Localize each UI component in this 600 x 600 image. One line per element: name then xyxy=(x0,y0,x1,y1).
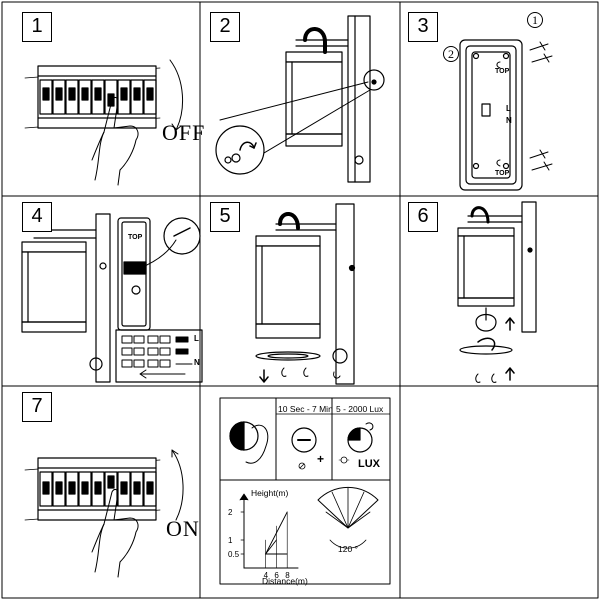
screws-top xyxy=(529,41,553,63)
legend-l-label: L xyxy=(194,334,199,343)
top-label-bottom: TOP xyxy=(495,170,510,177)
step-number-4: 4 xyxy=(22,202,52,232)
on-label: ON xyxy=(166,516,200,541)
step-number-7: 7 xyxy=(22,392,52,422)
angle-label: 120 ° xyxy=(338,544,358,554)
x-tick-label: 6 xyxy=(274,571,279,580)
terminal-n-label: N xyxy=(506,116,512,125)
lux-label: LUX xyxy=(358,458,380,470)
step-number-5: 5 xyxy=(210,202,240,232)
lux-dial xyxy=(338,422,374,464)
off-label: OFF xyxy=(162,120,206,145)
mounting-box xyxy=(459,39,553,191)
lux-range-label: 5 - 2000 Lux xyxy=(336,404,384,414)
lamp-unscrew xyxy=(215,15,385,183)
breaker-row-on xyxy=(39,471,157,507)
callout-1: 1 xyxy=(527,12,543,28)
y-tick-label: 1 xyxy=(228,536,233,545)
chart-ylabel: Height(m) xyxy=(251,488,289,498)
x-tick-label: 4 xyxy=(264,571,269,580)
lamp-bulb xyxy=(457,201,537,383)
lamp-assembly xyxy=(255,203,356,385)
step-number-6: 6 xyxy=(408,202,438,232)
screws-bottom xyxy=(529,149,553,171)
y-tick-label: 0.5 xyxy=(228,550,240,559)
knob-adjust xyxy=(229,421,269,464)
x-tick-label: 8 xyxy=(285,571,290,580)
chart-xlabel: Distance(m) xyxy=(262,576,308,586)
plus-label: + xyxy=(317,452,325,466)
top-label-4: TOP xyxy=(128,234,143,241)
callout-2: 2 xyxy=(443,46,459,62)
step-number-2: 2 xyxy=(210,12,240,42)
legend-n-label: N xyxy=(194,358,200,367)
time-dial xyxy=(291,427,317,470)
terminal-l-label: L xyxy=(506,104,511,113)
hand-pointing-on xyxy=(91,489,139,578)
breaker-panel-on xyxy=(24,449,184,578)
chart-line-1 xyxy=(265,539,277,555)
top-label: TOP xyxy=(495,68,510,75)
wire-legend xyxy=(121,335,193,379)
step-number-1: 1 xyxy=(22,12,52,42)
breaker-row xyxy=(39,79,157,115)
hand-pointing xyxy=(91,97,139,186)
angle-fan xyxy=(317,486,379,549)
lamp-wiring xyxy=(21,213,203,383)
time-range-label: 10 Sec - 7 Min xyxy=(278,404,333,414)
breaker-panel-off xyxy=(24,59,184,186)
y-tick-label: 2 xyxy=(228,508,233,517)
step-number-3: 3 xyxy=(408,12,438,42)
